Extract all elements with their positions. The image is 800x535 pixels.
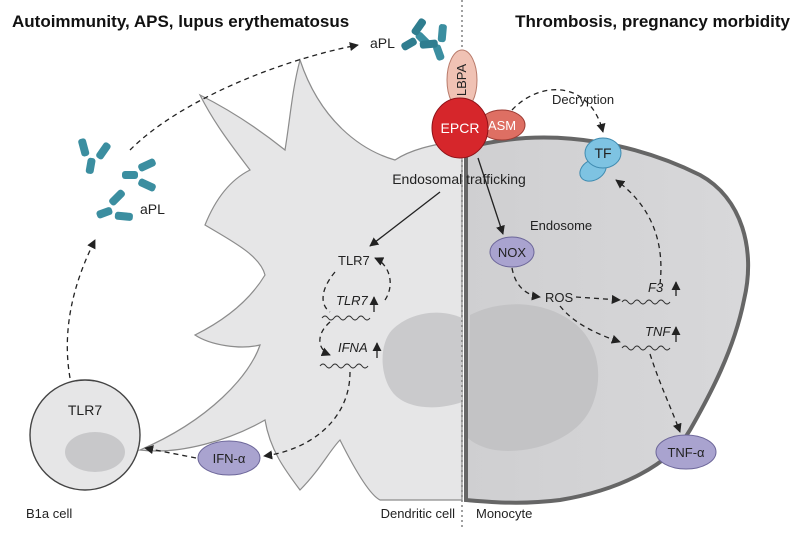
tlr7-gene-label: TLR7 [336, 293, 369, 308]
header-right: Thrombosis, pregnancy morbidity [515, 12, 790, 31]
lbpa-label: LBPA [454, 64, 469, 97]
nox-label: NOX [498, 245, 527, 260]
tlr7-protein-label: TLR7 [338, 253, 370, 268]
monocyte-nucleus [468, 304, 599, 451]
tnf-alpha-node [655, 434, 717, 470]
asm-label: ASM [488, 118, 516, 133]
header-left: Autoimmunity, APS, lupus erythematosus [12, 12, 349, 31]
arrow-ros-to-tnf [559, 305, 621, 344]
arrow-epcr-to-tlr7 [369, 191, 441, 247]
b1a-tlr7-label: TLR7 [68, 402, 102, 418]
arrow-nox-to-ros [511, 267, 541, 301]
ifn-alpha-label: IFN-α [213, 451, 246, 466]
dendritic-cell-label: Dendritic cell [381, 506, 456, 521]
tnf-gene-label: TNF [645, 324, 671, 339]
arrow-tnf-to-tnfalpha [649, 353, 682, 433]
f3-gene-label: F3 [648, 280, 664, 295]
ifn-alpha-node [197, 440, 261, 476]
b1a-nucleus [65, 432, 125, 472]
antibody-left-2 [122, 158, 156, 192]
arrow-decryption [511, 89, 606, 133]
ifna-gene-label: IFNA [338, 340, 368, 355]
decryption-label: Decryption [552, 92, 614, 107]
dendritic-cell [137, 57, 463, 501]
ros-label: ROS [545, 290, 574, 305]
arrow-ifna-to-ifnalpha [263, 371, 351, 460]
epcr-label: EPCR [441, 120, 480, 136]
antibody-left-3 [96, 189, 133, 221]
arrow-epcr-to-nox [477, 157, 505, 235]
monocyte-label: Monocyte [476, 506, 532, 521]
arrow-tlr7-loop-down [322, 271, 336, 313]
tlr7-mrna-wave [321, 315, 371, 321]
endosomal-trafficking-label: Endosomal trafficking [392, 171, 526, 187]
f3-mrna-wave [621, 299, 671, 305]
antibody-left-1 [78, 138, 111, 174]
antibody-top-2 [401, 18, 438, 51]
arrow-b1a-to-apl [66, 239, 96, 379]
tnf-alpha-label: TNF-α [667, 445, 705, 460]
nox-node [489, 236, 535, 268]
tf-protein [584, 137, 622, 169]
arrow-tlr7-to-ifna [319, 321, 331, 357]
tnf-mrna-wave [621, 345, 671, 351]
arrow-apl-to-top [129, 42, 359, 151]
ifna-mrna-wave [319, 363, 369, 369]
endosome-label: Endosome [530, 218, 592, 233]
apl-top-label: aPL [370, 35, 395, 51]
epcr-receptor [431, 97, 489, 159]
arrow-tlr7-loop-up [374, 257, 391, 301]
arrow-ros-to-f3 [575, 294, 621, 304]
dendritic-nucleus [382, 312, 462, 408]
apl-left-label: aPL [140, 201, 165, 217]
tf-label: TF [594, 145, 611, 161]
b1a-cell-label: B1a cell [26, 506, 72, 521]
